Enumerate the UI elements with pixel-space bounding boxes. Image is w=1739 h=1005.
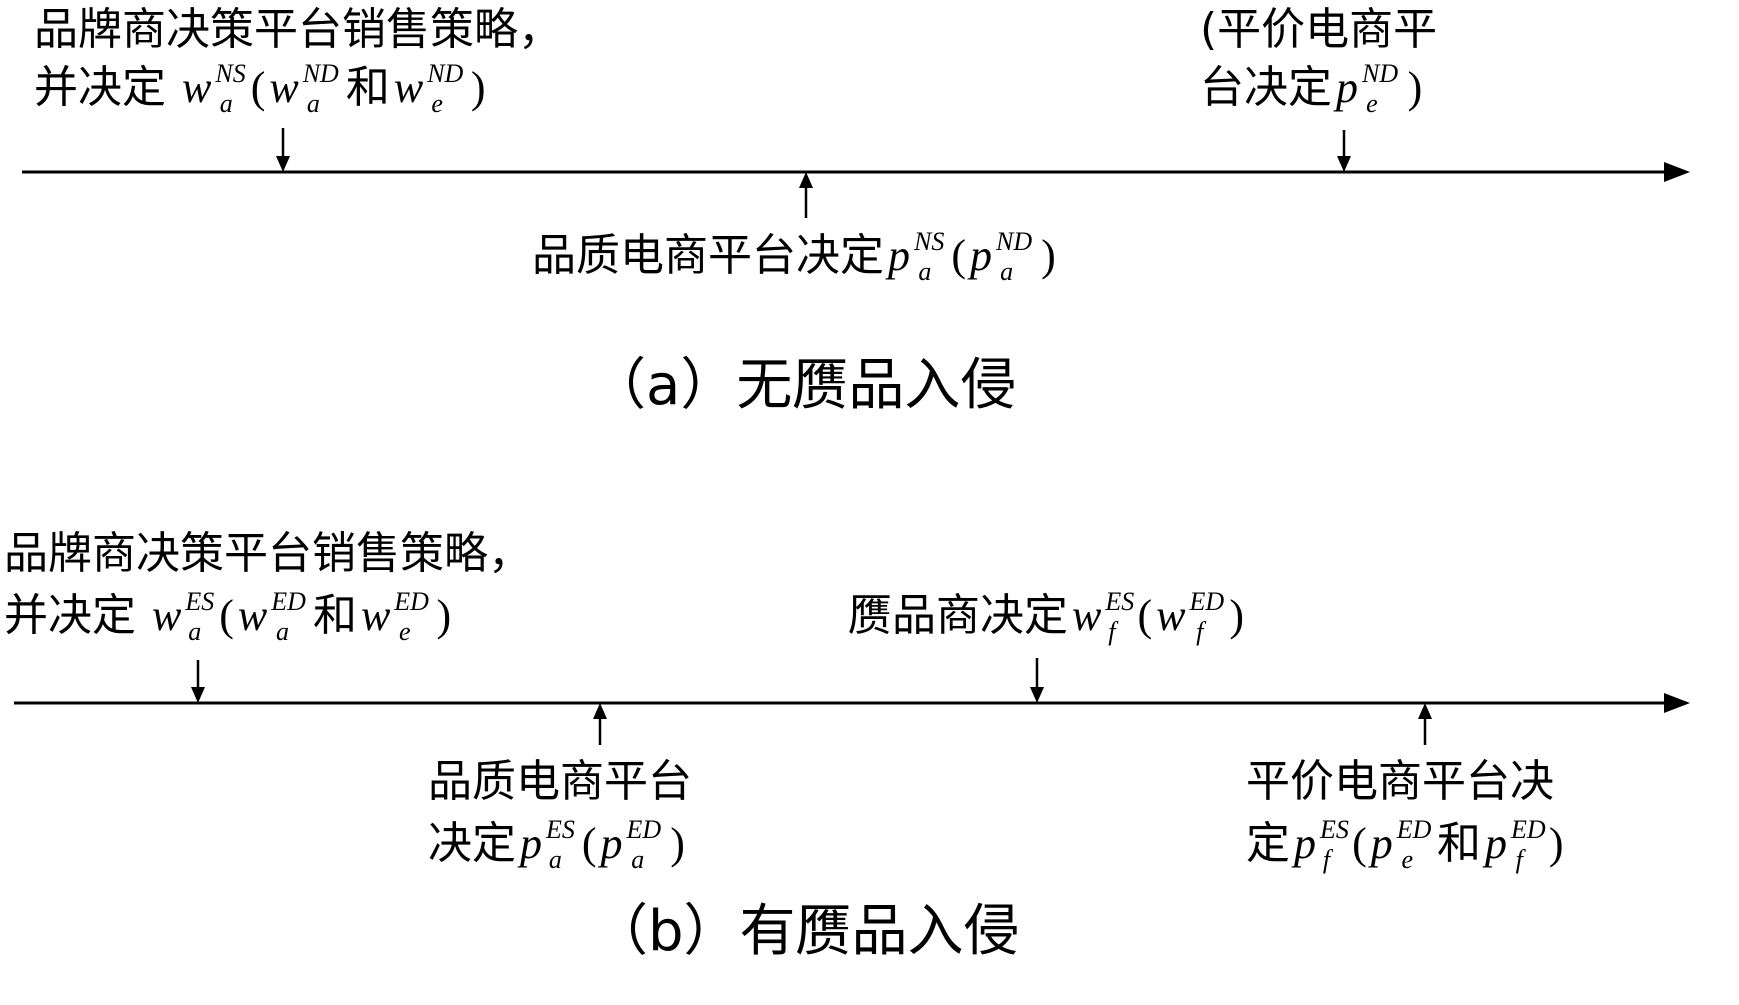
timeline-b-brand-arrow [191,660,205,703]
timeline-b-quality-arrow [593,703,607,745]
timeline-b-counterfeit-label: 赝品商决定 w ES f ( w ED f ) [848,587,1244,646]
quality-a-line: 品质电商平台决定 p NS a ( p ND a ) [532,227,1056,286]
quality-b-line1: 品质电商平台 [428,756,692,807]
counterfeit-b-line: 赝品商决定 w ES f ( w ED f ) [848,587,1244,646]
timeline-b: 品牌商决策平台销售策略， 并决定 w ES a ( w ED a 和 w ED … [4,528,1690,964]
caption-a: （a）无赝品入侵 [590,353,1016,418]
timeline-b-arrowhead [1664,693,1690,713]
timeline-a: 品牌商决策平台销售策略， 并决定 w NS a ( w ND a 和 w ND … [22,4,1690,418]
timeline-b-parity-arrow [1418,703,1432,745]
brand-b-line2: 并决定 w ES a ( w ED a 和 w ED e ) [4,587,451,646]
timeline-a-arrowhead [1664,162,1690,182]
timeline-b-counterfeit-arrow [1030,658,1044,703]
brand-a-line2: 并决定 w NS a ( w ND a 和 w ND e ) [34,59,486,118]
brand-b-line1: 品牌商决策平台销售策略， [4,528,532,579]
caption-b: （b）有赝品入侵 [592,899,1020,964]
quality-b-line2: 决定 p ES a ( p ED a ) [428,815,685,874]
timeline-a-quality-label: 品质电商平台决定 p NS a ( p ND a ) [532,227,1056,286]
parity-a-line2: 台决定 p ND e ) [1200,59,1422,118]
timeline-a-quality-arrow [799,172,813,218]
timeline-a-brand-label: 品牌商决策平台销售策略， 并决定 w NS a ( w ND a 和 w ND … [34,4,562,118]
parity-a-line1: (平价电商平 [1200,4,1437,55]
brand-a-line1: 品牌商决策平台销售策略， [34,4,562,55]
parity-b-line1: 平价电商平台决 [1246,756,1554,807]
timeline-b-brand-label: 品牌商决策平台销售策略， 并决定 w ES a ( w ED a 和 w ED … [4,528,532,646]
parity-b-line2: 定 p ES f ( p ED e 和 p ED f ) [1246,815,1564,874]
timeline-b-quality-label: 品质电商平台 决定 p ES a ( p ED a ) [428,756,692,874]
timeline-b-parity-label: 平价电商平台决 定 p ES f ( p ED e 和 p ED f ) [1246,756,1564,874]
timeline-a-parity-label: (平价电商平 台决定 p ND e ) [1200,4,1437,118]
timeline-a-brand-arrow [276,128,290,172]
timeline-a-parity-arrow [1337,130,1351,172]
